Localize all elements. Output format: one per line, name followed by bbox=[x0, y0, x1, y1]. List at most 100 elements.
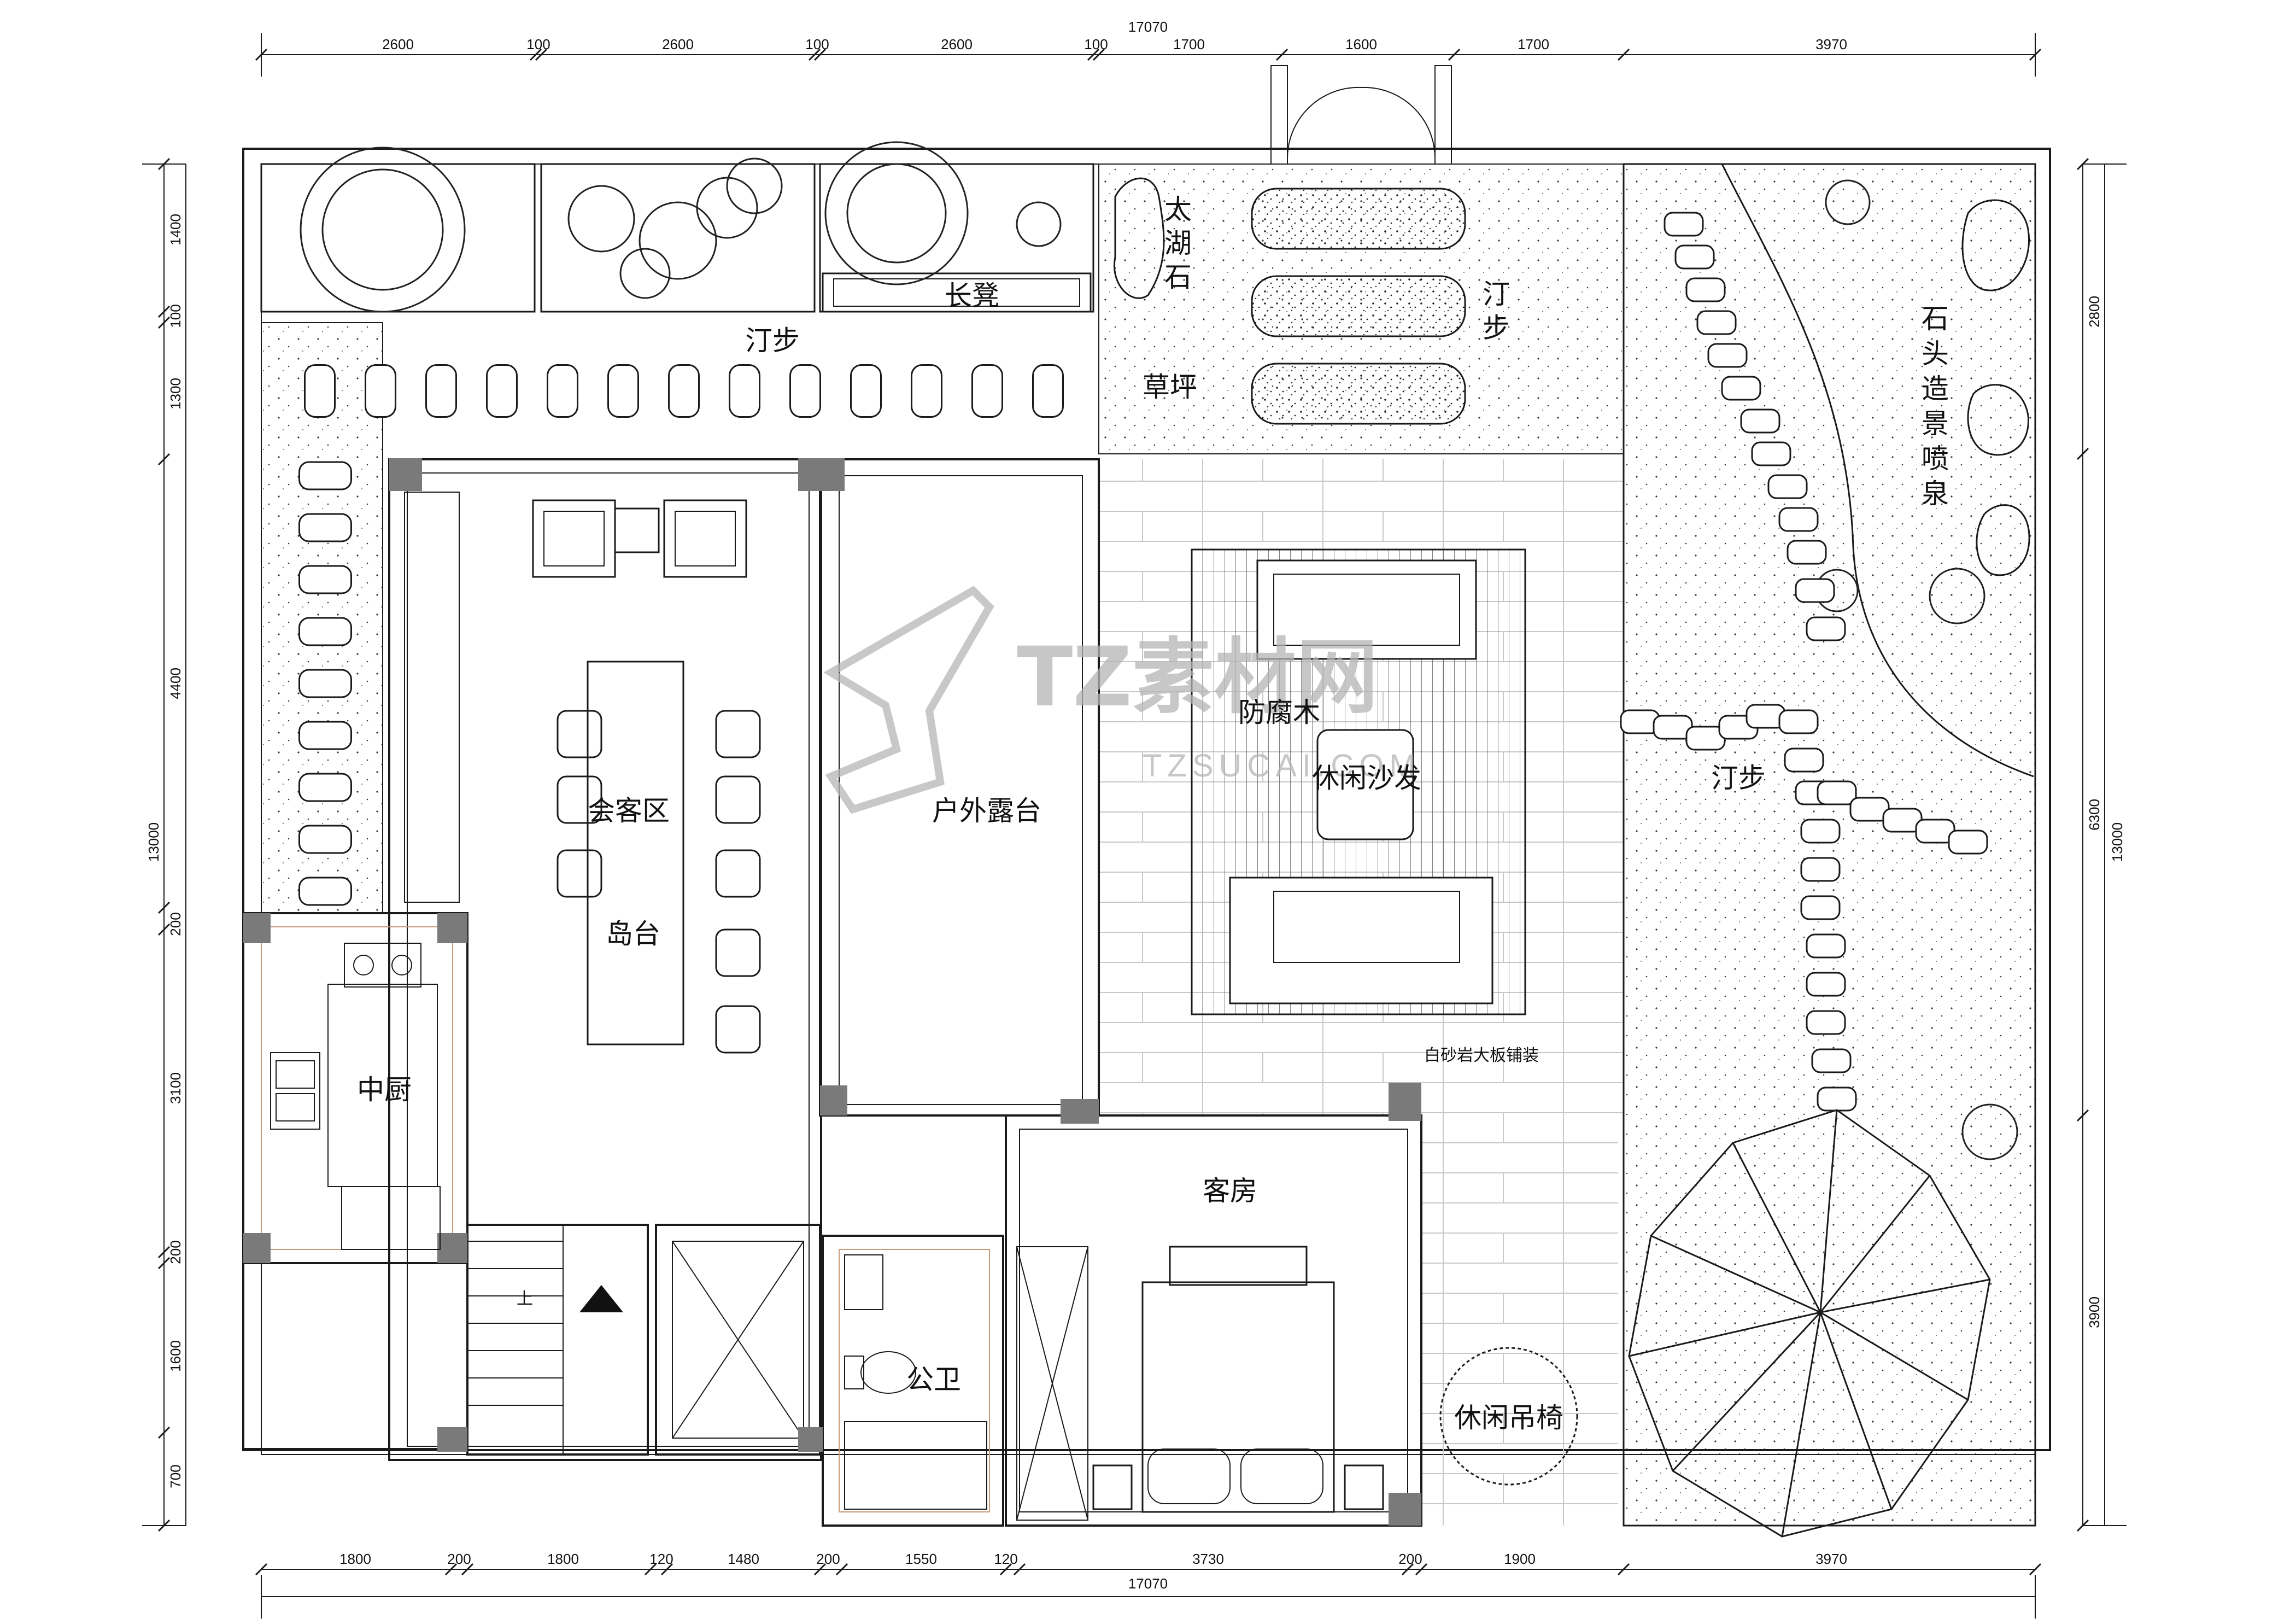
stepping-stone bbox=[298, 721, 352, 750]
chair bbox=[715, 710, 761, 758]
stepping-stone bbox=[1795, 578, 1835, 603]
dim-bottom-0: 1800 bbox=[339, 1551, 371, 1567]
dim-top-7: 1600 bbox=[1345, 36, 1377, 52]
stepping-stones-top bbox=[304, 364, 1064, 418]
dimension-tick bbox=[1401, 1563, 1414, 1576]
chair bbox=[715, 928, 761, 977]
stepping-stone bbox=[729, 364, 760, 418]
dim-bottom-4: 1480 bbox=[728, 1551, 759, 1567]
watermark-logo-icon bbox=[823, 586, 994, 814]
dimension-tick bbox=[529, 48, 542, 61]
label-public-toilet: 公卫 bbox=[906, 1364, 961, 1395]
dim-bottom-7: 120 bbox=[994, 1551, 1017, 1567]
dimension-tick bbox=[813, 1563, 827, 1576]
dimension-tick bbox=[1617, 48, 1630, 61]
dim-top-1: 100 bbox=[526, 36, 550, 52]
stepping-stone bbox=[1740, 408, 1780, 434]
stepping-stone bbox=[668, 364, 700, 418]
paving-lower bbox=[1421, 1110, 1618, 1526]
entrance-gate bbox=[1270, 65, 1452, 165]
dim-bottom-8: 3730 bbox=[1192, 1551, 1224, 1567]
label-stepping-stones-top: 汀步 bbox=[745, 325, 800, 357]
chair bbox=[557, 849, 602, 898]
label-stair-up: 上 bbox=[517, 1289, 533, 1308]
meeting-furniture bbox=[532, 499, 747, 1045]
chair bbox=[715, 775, 761, 824]
toilet-fixtures bbox=[844, 1254, 987, 1510]
dim-right-1: 6300 bbox=[2086, 799, 2102, 831]
stepping-stone bbox=[850, 364, 882, 418]
dim-left-1: 100 bbox=[167, 304, 184, 328]
dim-left-4: 200 bbox=[167, 912, 184, 936]
dimension-tick bbox=[1092, 48, 1105, 61]
label-hanging-chair: 休闲吊椅 bbox=[1454, 1402, 1563, 1434]
label-stepping-stones-right: 汀步 bbox=[1711, 762, 1766, 794]
dim-bottom-segments: 1800 200 1800 120 1480 200 1550 120 3730… bbox=[339, 1551, 1847, 1567]
dim-left-5: 3100 bbox=[167, 1072, 184, 1104]
stepping-stone bbox=[298, 773, 352, 802]
dim-bottom-3: 120 bbox=[649, 1551, 673, 1567]
label-wood-deck: 防腐木 bbox=[1238, 697, 1320, 728]
dimension-tick bbox=[157, 901, 171, 914]
watermark: TZ素材网 TZSUCAI.COM bbox=[823, 586, 1416, 814]
stepping-stone bbox=[1664, 212, 1704, 237]
stepping-stone bbox=[1948, 829, 1988, 855]
dimension-lines bbox=[142, 33, 2127, 1619]
stepping-stone bbox=[1806, 972, 1846, 997]
stepping-stone bbox=[1817, 780, 1857, 805]
label-stepping-stones-mid: 汀步 bbox=[1483, 278, 1510, 344]
dim-left-total: 13000 bbox=[145, 822, 162, 862]
dimension-tick bbox=[813, 48, 827, 61]
dim-bottom-9: 200 bbox=[1398, 1551, 1422, 1567]
dim-bottom-total: 17070 bbox=[1128, 1575, 1168, 1592]
dim-left-7: 1600 bbox=[167, 1340, 184, 1372]
stepping-stone bbox=[1707, 343, 1748, 368]
taihu-stone-icon bbox=[1114, 177, 1165, 299]
dimension-tick bbox=[255, 1563, 268, 1576]
dimension-tick bbox=[2029, 48, 2042, 61]
stepping-stone bbox=[911, 364, 942, 418]
structural-columns bbox=[243, 458, 1421, 1526]
dimension-tick bbox=[1013, 1563, 1026, 1576]
dimension-tick bbox=[157, 157, 171, 171]
stepping-stone bbox=[1778, 709, 1819, 734]
kitchen-fixtures bbox=[270, 943, 441, 1250]
dimension-tick bbox=[535, 48, 548, 61]
dim-bottom-11: 3970 bbox=[1815, 1551, 1847, 1567]
stepping-stone bbox=[1800, 857, 1841, 882]
stepping-stone bbox=[1806, 1010, 1846, 1035]
chair bbox=[715, 1005, 761, 1054]
dim-bottom-6: 1550 bbox=[905, 1551, 937, 1567]
label-bench: 长凳 bbox=[945, 280, 999, 312]
dim-right-2: 3900 bbox=[2086, 1296, 2102, 1328]
dim-top-total: 17070 bbox=[1128, 19, 1168, 35]
dim-left-6: 200 bbox=[167, 1240, 184, 1264]
label-stone-fountain: 石头造景喷泉 bbox=[1922, 303, 1949, 510]
dimension-tick bbox=[157, 1426, 171, 1439]
dimension-tick bbox=[1448, 48, 1461, 61]
stepping-stone bbox=[304, 364, 336, 418]
dim-right-segments: 2800 6300 3900 bbox=[2086, 296, 2102, 1328]
guest-bed bbox=[1016, 1246, 1384, 1521]
fountain-rocks-icon bbox=[1961, 199, 2030, 576]
dimension-tick bbox=[157, 1257, 171, 1270]
stepping-stone bbox=[1674, 244, 1715, 270]
dim-left-2: 1300 bbox=[167, 378, 184, 410]
label-lounge-sofa: 休闲沙发 bbox=[1312, 762, 1421, 794]
stair-treads bbox=[467, 1225, 564, 1454]
stepping-stone bbox=[1800, 895, 1841, 920]
dimension-tick bbox=[1617, 1563, 1630, 1576]
curved-path-edge bbox=[1721, 163, 2034, 778]
dimension-tick bbox=[1275, 48, 1288, 61]
label-lawn: 草坪 bbox=[1143, 371, 1197, 403]
stepping-stone bbox=[1800, 819, 1841, 844]
dimension-tick bbox=[2076, 157, 2089, 171]
dim-top-2: 2600 bbox=[662, 36, 694, 52]
dimension-ticks bbox=[157, 48, 2089, 1576]
stepping-stone bbox=[607, 364, 639, 418]
stepping-stone bbox=[1811, 1048, 1852, 1073]
dimension-tick bbox=[255, 48, 268, 61]
dimension-tick bbox=[157, 305, 171, 318]
top-planters bbox=[260, 163, 1094, 313]
stepping-stone bbox=[298, 825, 352, 854]
